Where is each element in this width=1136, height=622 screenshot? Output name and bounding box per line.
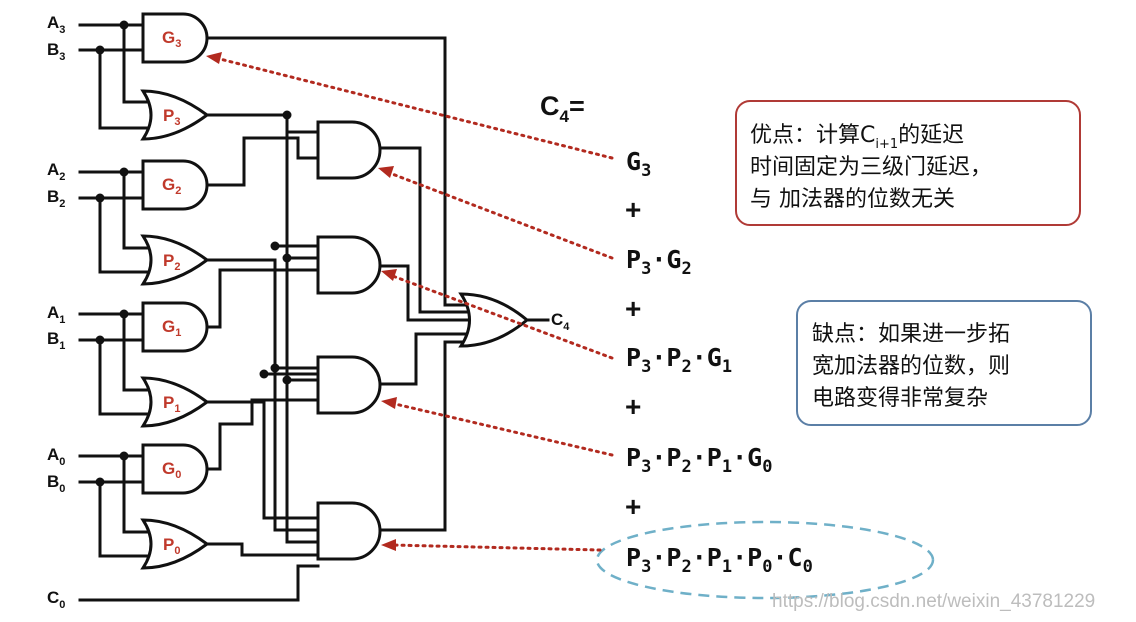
input-label-c0: C0 [47,588,65,611]
gate-label-p2: P2 [163,251,180,273]
annotation-arrows [206,52,614,552]
gate-p3: P3 [140,89,210,141]
gate-label-g3: G3 [162,28,181,50]
disadvantage-line-3: 电路变得非常复杂 [812,386,988,411]
gate-label-g2: G2 [162,175,181,197]
gate-g3: G3 [141,12,209,64]
equation-plus-2: + [625,293,641,324]
equation-plus-4: + [625,491,641,522]
equation-term-4: P3·P2·P1·G0 [626,443,772,477]
equation-plus-1: + [625,194,641,225]
advantage-line-1: 优点：计算Ci+1的延迟 [750,123,964,152]
or-gate-c4 [458,292,530,348]
gate-p1: P1 [140,376,210,428]
disadvantage-line-1: 缺点：如果进一步拓 [812,322,1010,347]
input-label-a1: A1 [47,303,65,326]
output-label-c4: C4 [551,310,570,333]
gate-label-p1: P1 [163,393,180,415]
highlight-ellipse [595,520,935,600]
advantage-line-3: 与 加法器的位数无关 [750,187,955,212]
disadvantage-line-2: 宽加法器的位数，则 [812,354,1010,379]
and-gate-1 [316,120,382,180]
gate-label-g1: G1 [162,317,181,339]
and-gate-3 [316,355,382,415]
junction-dots [95,20,292,487]
equation-term-5: P3·P2·P1·P0·C0 [626,543,813,577]
input-label-b1: B1 [47,329,65,352]
equation-term-1: G3 [626,147,651,181]
input-label-b3: B3 [47,40,65,63]
input-label-b2: B2 [47,187,65,210]
advantage-box [735,100,1081,226]
and-gate-2 [316,235,382,295]
input-label-a3: A3 [47,13,65,36]
equation-lhs: C4= [540,91,585,126]
equation-term-2: P3·G2 [626,245,692,279]
gate-label-p0: P0 [163,535,180,557]
input-wires [78,23,320,602]
internal-wires [205,36,550,557]
gate-g2: G2 [141,159,209,211]
advantage-line-2: 时间固定为三级门延迟， [750,155,992,180]
gate-g1: G1 [141,301,209,353]
watermark-text: https://blog.csdn.net/weixin_43781229 [772,591,1095,612]
gate-g0: G0 [141,443,209,495]
gate-p0: P0 [140,518,210,570]
gate-p2: P2 [140,234,210,286]
input-label-a2: A2 [47,160,65,183]
input-label-b0: B0 [47,472,65,495]
equation-plus-3: + [625,391,641,422]
equation-term-3: P3·P2·G1 [626,343,732,377]
and-gate-4 [316,501,382,561]
disadvantage-box [796,300,1092,426]
gate-label-p3: P3 [163,106,180,128]
input-label-a0: A0 [47,445,65,468]
gate-label-g0: G0 [162,459,181,481]
